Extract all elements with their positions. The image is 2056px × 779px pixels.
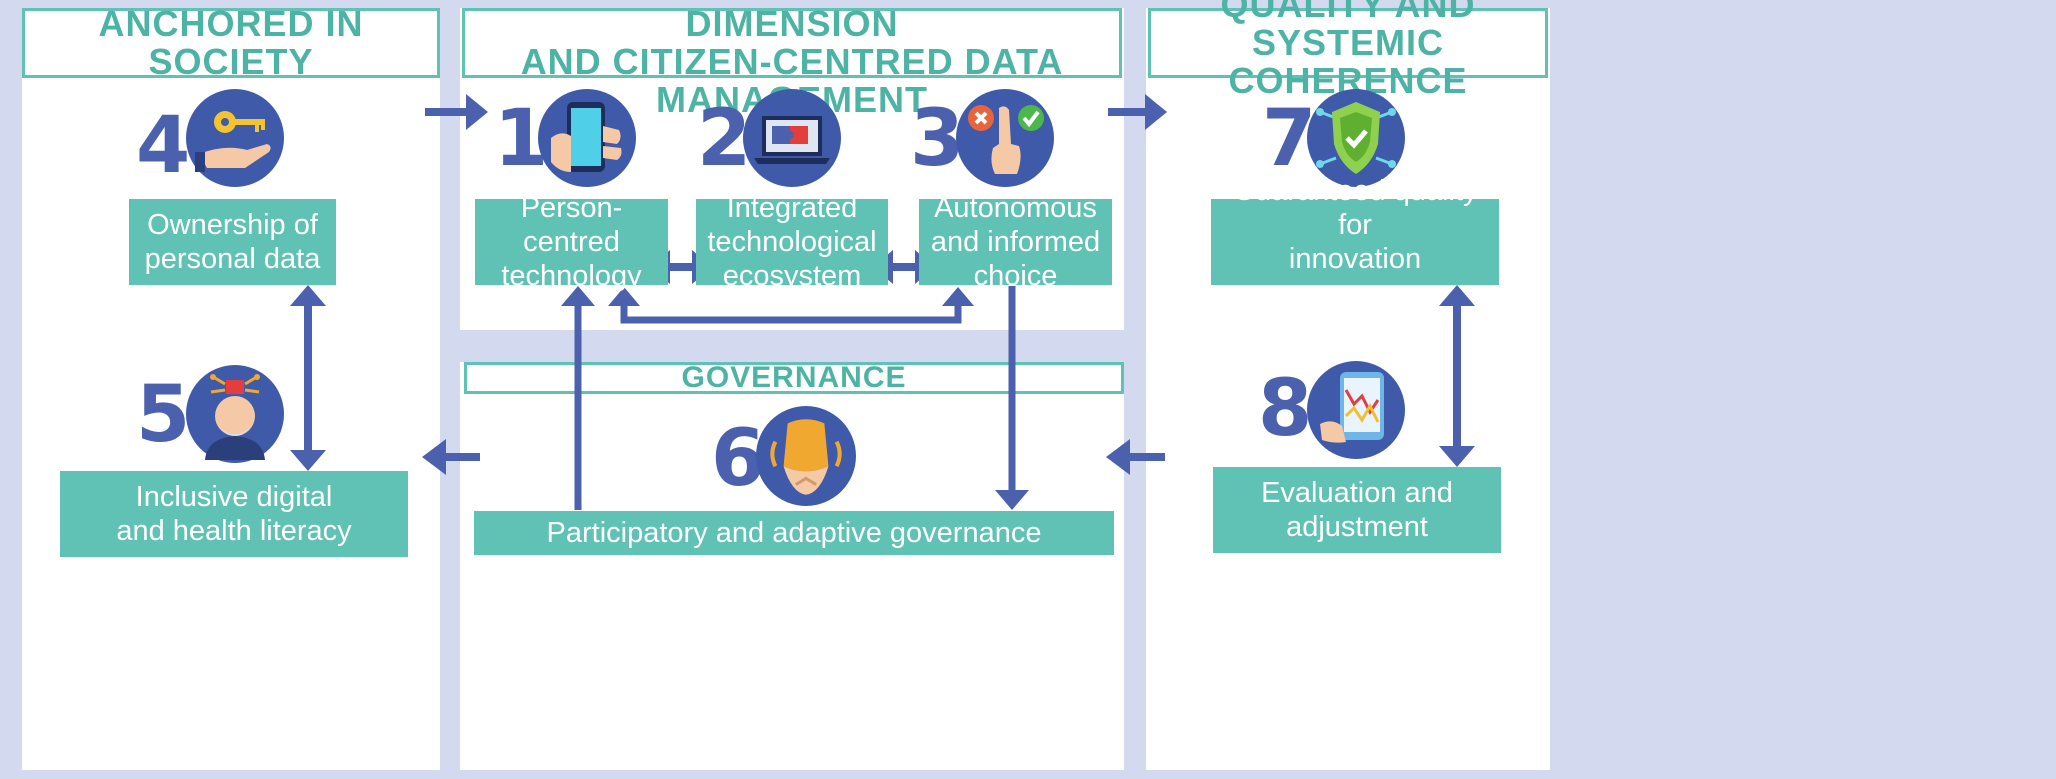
- number-3: 3: [910, 94, 965, 184]
- box-1-line2: technology: [501, 260, 642, 292]
- smartphone-hand-icon: [538, 89, 636, 187]
- box-6-line1: Participatory and adaptive governance: [546, 517, 1042, 549]
- laptop-puzzle-icon: [743, 89, 841, 187]
- technology-header-line1: TECHNOLOGY WITH A HUMAN DIMENSION: [514, 0, 1069, 44]
- tablet-chart-icon: [1307, 361, 1405, 459]
- box-2-line1: Integrated: [726, 192, 858, 224]
- box-8-line2: adjustment: [1286, 511, 1428, 543]
- elder-brain-icon: [186, 365, 284, 463]
- shield-chip-icon: [1307, 89, 1405, 187]
- box-3-line2: and informed: [930, 226, 1101, 258]
- box-2-line3: ecosystem: [722, 260, 862, 292]
- box-8-line1: Evaluation and: [1261, 477, 1453, 509]
- technology-header: TECHNOLOGY WITH A HUMAN DIMENSION AND CI…: [462, 0, 1122, 119]
- joined-hands-icon: [756, 406, 856, 506]
- number-4: 4: [136, 101, 191, 191]
- number-2: 2: [697, 94, 752, 184]
- box-2-line2: technological: [707, 226, 877, 258]
- society-header: ANCHORED IN SOCIETY: [22, 3, 440, 82]
- box-7-line2: innovation processes: [1288, 243, 1422, 309]
- box-participatory-governance: Participatory and adaptive governance: [474, 511, 1114, 555]
- box-5-line2: and health literacy: [116, 515, 352, 547]
- choice-hand-icon: [956, 89, 1054, 187]
- box-3-line1: Autonomous: [934, 192, 1097, 224]
- society-header-text: ANCHORED IN SOCIETY: [98, 3, 364, 82]
- box-4-line2: personal data: [144, 243, 321, 275]
- box-7-line1: Guaranteed quality for: [1232, 175, 1478, 241]
- governance-header-text: GOVERNANCE: [681, 361, 907, 394]
- box-1-line1: Person-centred: [520, 192, 623, 258]
- box-4-line1: Ownership of: [147, 209, 318, 241]
- box-5-line1: Inclusive digital: [135, 481, 333, 513]
- key-hand-icon: [186, 89, 284, 187]
- number-5: 5: [136, 370, 191, 460]
- box-3-line3: choice: [973, 260, 1058, 292]
- quality-header-line1: QUALITY AND: [1220, 0, 1476, 25]
- number-8: 8: [1258, 364, 1313, 454]
